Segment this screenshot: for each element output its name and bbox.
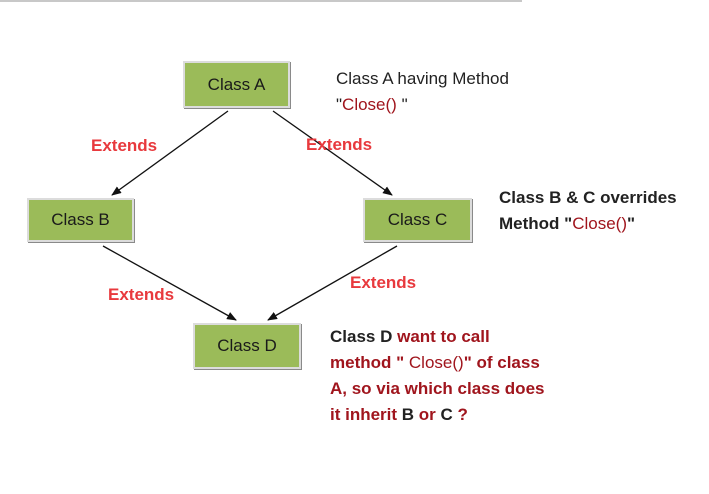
extends-label-b-d: Extends [108,285,175,304]
arrow-a-to-c [272,110,393,196]
method-close-bc: Close() [572,214,628,233]
note-class-a-line1: Class A having Method [336,69,509,88]
class-b-label: Class B [51,210,110,229]
class-a-node[interactable]: Class A [183,61,290,108]
extends-label-a-b: Extends [91,136,158,155]
note-class-d: Class D want to call method " Close()" o… [330,324,544,428]
class-d-node[interactable]: Class D [193,323,301,369]
method-close-d: Close() [408,353,464,372]
note-class-bc: Class B & C overrides Method "Close()" [499,185,677,237]
note-class-d-line4: it inherit B or C ? [330,405,468,424]
note-class-a: Class A having Method "Close() " [336,66,509,118]
note-class-a-line2: "Close() " [336,95,408,114]
note-class-d-line1: Class D want to call [330,327,490,346]
class-c-label: Class C [387,210,448,229]
class-c-node[interactable]: Class C [363,198,472,242]
arrow-a-to-b [111,110,229,196]
arrow-c-to-d [267,245,398,321]
extends-label-c-d: Extends [350,273,417,292]
class-b-node[interactable]: Class B [27,198,134,242]
arrow-b-to-d [102,245,237,321]
extends-label-a-c: Extends [306,135,373,154]
class-a-label: Class A [207,74,266,94]
top-divider [0,0,522,2]
class-d-label: Class D [217,336,277,355]
note-class-bc-line1: Class B & C overrides [499,188,677,207]
note-class-bc-line2: Method "Close()" [499,214,636,233]
method-close-a: Close() [342,95,397,114]
note-class-d-line2: method " Close()" of class [330,353,540,372]
note-class-d-line3: A, so via which class does [330,379,545,398]
